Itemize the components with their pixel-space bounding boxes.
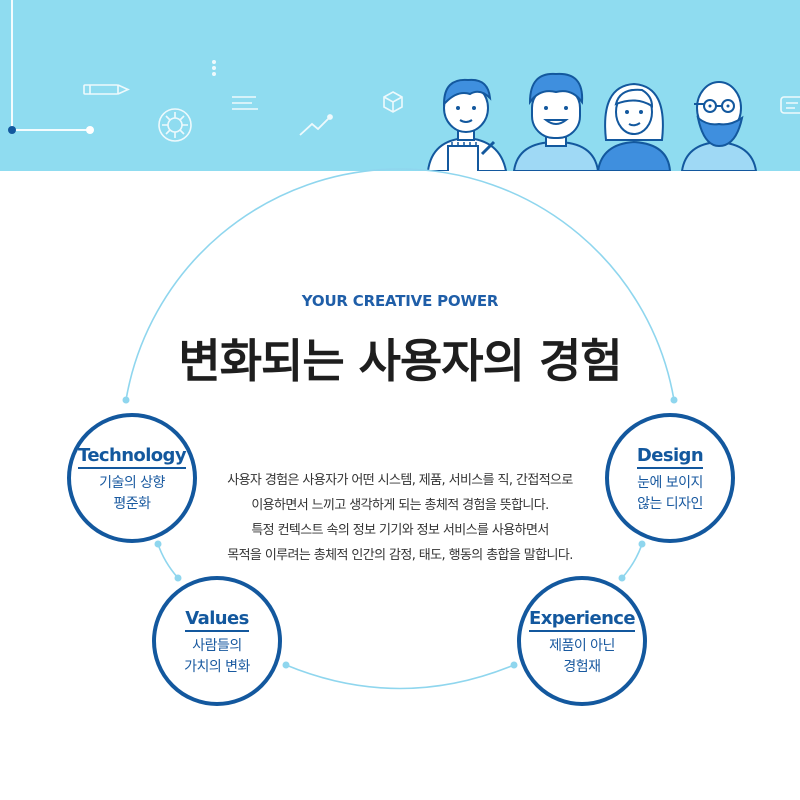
node-subtitle-line: 제품이 아닌 bbox=[549, 638, 615, 654]
hero-banner bbox=[0, 0, 800, 171]
text-lines-icon bbox=[232, 96, 258, 110]
ring-dot-left-upper bbox=[154, 540, 162, 548]
chat-icon bbox=[780, 96, 800, 114]
ring-dot-top-left bbox=[122, 396, 130, 404]
node-subtitle-line: 가치의 변화 bbox=[184, 659, 250, 675]
ring-arc-bottom bbox=[285, 664, 515, 690]
node-values: Values 사람들의 가치의 변화 bbox=[152, 576, 282, 706]
ring-arc-right bbox=[621, 543, 643, 579]
node-subtitle-line: 기술의 상향 bbox=[99, 475, 165, 491]
node-technology: Technology 기술의 상향 평준화 bbox=[67, 413, 197, 543]
circuit-dot-icon bbox=[8, 126, 16, 134]
node-title: Design bbox=[636, 445, 704, 469]
dots-icon bbox=[212, 60, 216, 76]
node-title: Technology bbox=[78, 445, 187, 469]
node-subtitle-line: 경험재 bbox=[563, 659, 601, 675]
description-line: 이용하면서 느끼고 생각하게 되는 총체적 경험을 뜻합니다. bbox=[251, 498, 549, 513]
man-with-notepad-icon bbox=[426, 78, 508, 171]
ring-dot-bottom-left bbox=[282, 661, 290, 669]
chart-line-icon bbox=[299, 114, 333, 136]
pencil-icon bbox=[83, 84, 130, 95]
ring-dot-top-right bbox=[670, 396, 678, 404]
node-subtitle: 눈에 보이지 않는 디자인 bbox=[609, 473, 731, 515]
node-subtitle: 사람들의 가치의 변화 bbox=[156, 636, 278, 678]
node-title: Values bbox=[185, 608, 249, 632]
node-subtitle: 기술의 상향 평준화 bbox=[71, 473, 193, 515]
node-subtitle-line: 눈에 보이지 bbox=[637, 475, 703, 491]
gear-cycle-icon bbox=[158, 108, 192, 142]
ring-arc-top bbox=[125, 168, 675, 401]
description-line: 목적을 이루려는 총체적 인간의 감정, 태도, 행동의 총합을 말합니다. bbox=[227, 548, 573, 563]
ring-arc-left bbox=[157, 543, 179, 579]
circuit-end-icon bbox=[86, 126, 94, 134]
node-title: Experience bbox=[529, 608, 636, 632]
node-design: Design 눈에 보이지 않는 디자인 bbox=[605, 413, 735, 543]
page-title: 변화되는 사용자의 경험 bbox=[178, 334, 622, 388]
ring-dot-right-upper bbox=[638, 540, 646, 548]
bald-man-with-glasses-icon bbox=[680, 81, 758, 171]
description-line: 특정 컨텍스트 속의 정보 기기와 정보 서비스를 사용하면서 bbox=[251, 523, 549, 538]
description-line: 사용자 경험은 사용자가 어떤 시스템, 제품, 서비스를 직, 간접적으로 bbox=[227, 473, 573, 488]
eyebrow-label: YOUR CREATIVE POWER bbox=[301, 292, 499, 310]
node-experience: Experience 제품이 아닌 경험재 bbox=[517, 576, 647, 706]
ring-dot-bottom-right bbox=[510, 661, 518, 669]
woman-icon bbox=[596, 82, 672, 171]
description: 사용자 경험은 사용자가 어떤 시스템, 제품, 서비스를 직, 간접적으로 이… bbox=[195, 468, 605, 568]
banner-illustration bbox=[8, 0, 800, 171]
cube-icon bbox=[383, 91, 403, 113]
smiling-man-icon bbox=[512, 72, 600, 171]
node-subtitle: 제품이 아닌 경험재 bbox=[521, 636, 643, 678]
node-subtitle-line: 않는 디자인 bbox=[637, 496, 703, 512]
node-subtitle-line: 평준화 bbox=[113, 496, 151, 512]
node-subtitle-line: 사람들의 bbox=[192, 638, 242, 654]
